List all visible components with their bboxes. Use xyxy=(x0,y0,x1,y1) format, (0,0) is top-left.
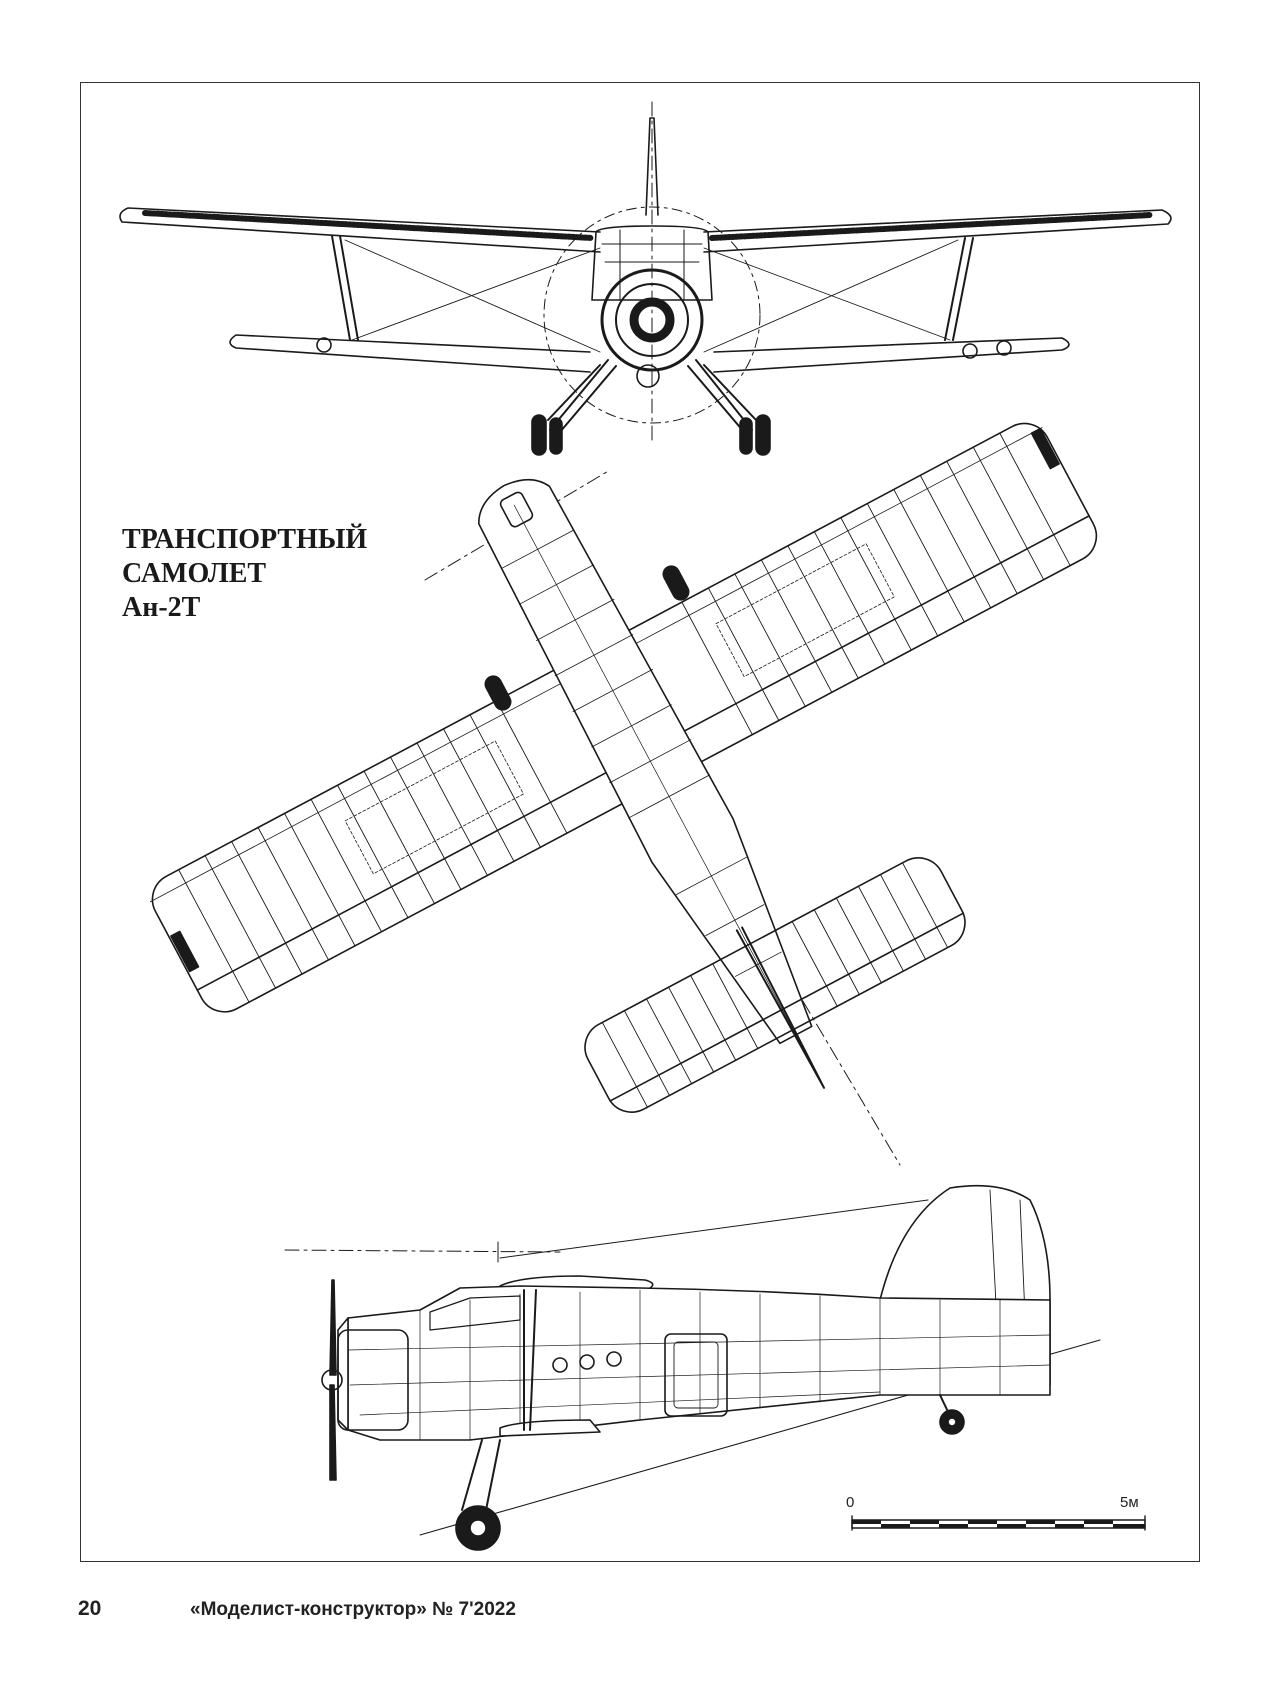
magazine-title: «Моделист-конструктор» № 7'2022 xyxy=(190,1599,516,1620)
top-view xyxy=(149,422,1098,1166)
side-view xyxy=(284,1184,1101,1551)
title-line-3: Ан-2Т xyxy=(122,592,201,623)
scale-start-label: 0 xyxy=(846,1494,855,1511)
title-line-1: ТРАНСПОРТНЫЙ xyxy=(122,524,368,555)
title-line-2: САМОЛЕТ xyxy=(122,558,267,589)
front-view xyxy=(119,101,1172,456)
aircraft-title: ТРАНСПОРТНЫЙ САМОЛЕТ Ан-2Т xyxy=(122,523,367,625)
scale-end-label: 5м xyxy=(1120,1494,1139,1511)
page-number: 20 xyxy=(78,1597,102,1620)
scale-bar xyxy=(851,1515,1146,1531)
drawing-frame xyxy=(80,82,1200,1562)
